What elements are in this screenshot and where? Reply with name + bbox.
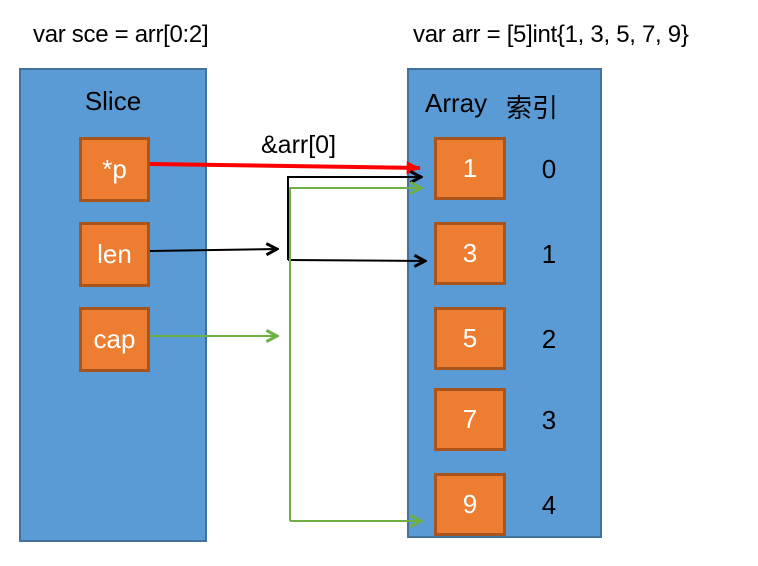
code-label-slice: var sce = arr[0:2] — [33, 21, 209, 48]
array-element-3: 7 — [434, 388, 506, 451]
pointer-arrow-label: &arr[0] — [261, 131, 337, 159]
array-element-2: 5 — [434, 307, 506, 370]
len-bracket-to-index0 — [287, 177, 421, 260]
array-element-0: 1 — [434, 137, 506, 200]
slice-field-cap: cap — [79, 307, 150, 372]
slice-container: Slice *p len cap — [19, 68, 207, 542]
array-index-label-1: 1 — [541, 239, 557, 269]
code-label-array: var arr = [5]int{1, 3, 5, 7, 9} — [413, 21, 689, 48]
array-index-label-3: 3 — [541, 405, 557, 435]
slice-field-len: len — [79, 222, 150, 287]
array-element-4: 9 — [434, 473, 506, 536]
slice-title: Slice — [84, 86, 142, 116]
array-index-label-4: 4 — [541, 490, 557, 520]
array-title: Array — [425, 88, 488, 118]
array-index-label-2: 2 — [541, 324, 557, 354]
len-arrow-to-index1 — [287, 260, 425, 261]
index-column-title: 索引 — [506, 93, 559, 123]
slice-field-pointer: *p — [79, 137, 150, 202]
array-index-label-0: 0 — [541, 154, 557, 184]
array-container: Array 索引 1 3 5 7 9 0 1 2 3 4 — [407, 68, 602, 538]
array-element-1: 3 — [434, 222, 506, 285]
cap-bracket-to-index0 — [289, 188, 421, 521]
